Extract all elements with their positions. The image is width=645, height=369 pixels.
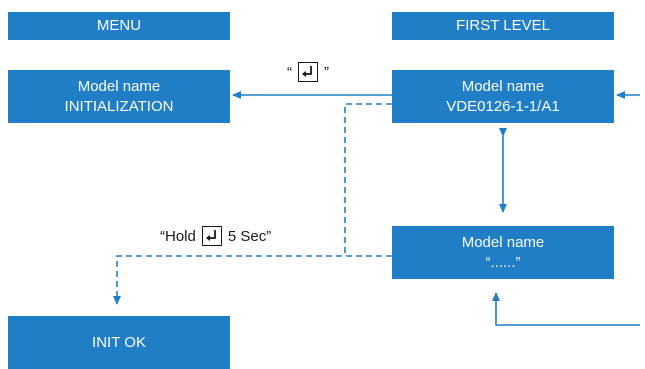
dashed-line-vde-down <box>344 103 392 254</box>
first-level-header-label: FIRST LEVEL <box>456 17 550 34</box>
hold-enter-label: “Hold 5 Sec” <box>160 226 271 246</box>
init-ok-box: INIT OK <box>8 316 230 369</box>
box-line1: Model name <box>461 233 545 251</box>
box-line1: Model name <box>461 77 545 95</box>
box-line2: VDE0126-1-1/A1 <box>446 97 560 115</box>
enter-key-label: “ ” <box>287 62 329 82</box>
box-line1: INIT OK <box>92 333 146 351</box>
dashed-arrow-to-init-ok <box>113 255 392 305</box>
enter-quote-close: ” <box>324 63 329 81</box>
arrow-loop-into-dots <box>492 292 640 326</box>
model-name-vde-box: Model name VDE0126-1-1/A1 <box>392 70 614 123</box>
box-line2: INITIALIZATION <box>64 97 174 115</box>
menu-header-label: MENU <box>96 17 142 34</box>
model-name-initialization-box: Model name INITIALIZATION <box>8 70 230 123</box>
box-line2: “......” <box>485 253 521 271</box>
menu-header: MENU <box>8 12 230 40</box>
enter-key-icon <box>298 62 318 82</box>
hold-suffix: 5 Sec” <box>227 227 272 245</box>
hold-prefix: “Hold <box>160 227 196 245</box>
model-name-dots-box: Model name “......” <box>392 226 614 279</box>
enter-key-icon <box>201 226 222 246</box>
first-level-header: FIRST LEVEL <box>392 12 614 40</box>
box-line1: Model name <box>77 77 161 95</box>
enter-quote-open: “ <box>287 63 292 81</box>
